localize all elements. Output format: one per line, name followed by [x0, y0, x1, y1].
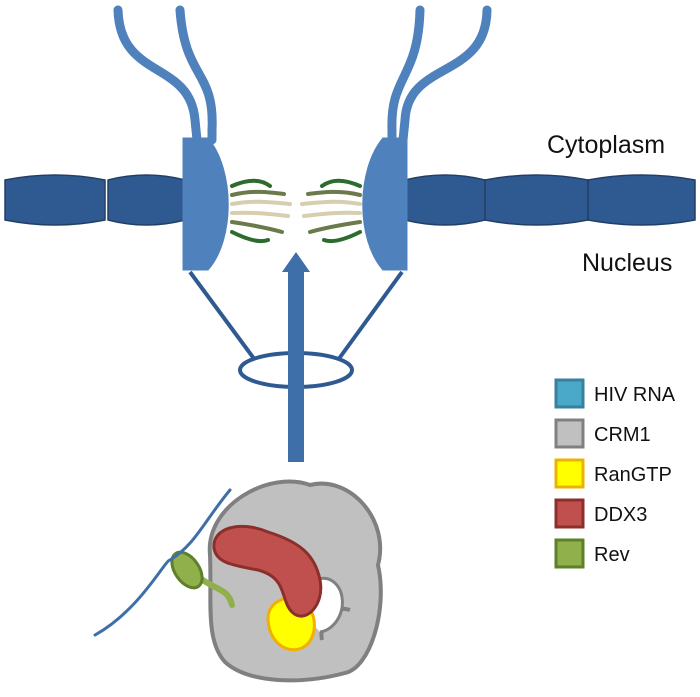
arrow-head — [282, 252, 310, 272]
cytoplasmic-filaments — [113, 5, 492, 145]
ddx3-shape — [212, 524, 323, 618]
legend-swatch-ddx3 — [554, 498, 585, 529]
legend-swatch-hiv-rna — [554, 378, 585, 409]
hiv-rna-strand — [93, 488, 232, 637]
envelope-segment-right-1 — [404, 174, 486, 226]
legend-label-hiv-rna: HIV RNA — [594, 384, 676, 406]
nuclear-envelope-right — [404, 174, 696, 226]
filament-left-inner — [175, 5, 217, 145]
arrow-shaft — [288, 272, 304, 462]
rev-shape — [170, 550, 204, 590]
fg-repeat-right-2 — [306, 189, 362, 197]
fg-repeat-right-1 — [320, 178, 362, 188]
filament-right-outer — [398, 5, 492, 145]
fg-repeats — [230, 178, 362, 244]
fg-repeat-left-2 — [230, 189, 286, 197]
fg-repeat-left-6 — [230, 230, 270, 244]
legend-label-crm1: CRM1 — [594, 424, 651, 446]
label-nucleus: Nucleus — [582, 249, 672, 277]
legend-label-ddx3: DDX3 — [594, 504, 647, 526]
pore-right-half — [362, 137, 408, 271]
nuclear-envelope-left — [4, 174, 186, 226]
filament-right-inner — [387, 5, 425, 145]
envelope-segment-right-2 — [484, 174, 589, 226]
legend-swatch-rev — [554, 538, 585, 569]
envelope-segment-right-3 — [587, 174, 696, 226]
fg-repeat-right-3 — [300, 199, 362, 206]
legend-label-rangtp: RanGTP — [594, 464, 672, 486]
basket-strut-right — [336, 270, 404, 362]
fg-repeat-left-4 — [230, 210, 290, 218]
fg-repeat-left-1 — [230, 178, 272, 188]
envelope-segment-left-2 — [107, 174, 186, 226]
envelope-segment-left-1 — [4, 174, 106, 226]
rev-tail — [197, 575, 235, 608]
fg-repeat-right-6 — [322, 230, 362, 244]
nuclear-pore-complex — [182, 137, 408, 271]
filament-left-outer — [113, 5, 202, 145]
fg-repeat-left-3 — [230, 199, 292, 206]
fg-repeat-right-5 — [308, 220, 362, 234]
fg-repeat-left-5 — [230, 220, 284, 234]
legend-swatch-crm1 — [554, 418, 585, 449]
fg-repeat-right-4 — [302, 210, 362, 218]
pore-left-half — [182, 137, 229, 271]
label-cytoplasm: Cytoplasm — [547, 131, 665, 159]
export-arrow — [282, 252, 310, 462]
legend-swatch-rangtp — [554, 458, 585, 489]
legend-label-rev: Rev — [594, 544, 630, 566]
basket-strut-left — [188, 270, 257, 362]
export-complex — [93, 479, 383, 683]
